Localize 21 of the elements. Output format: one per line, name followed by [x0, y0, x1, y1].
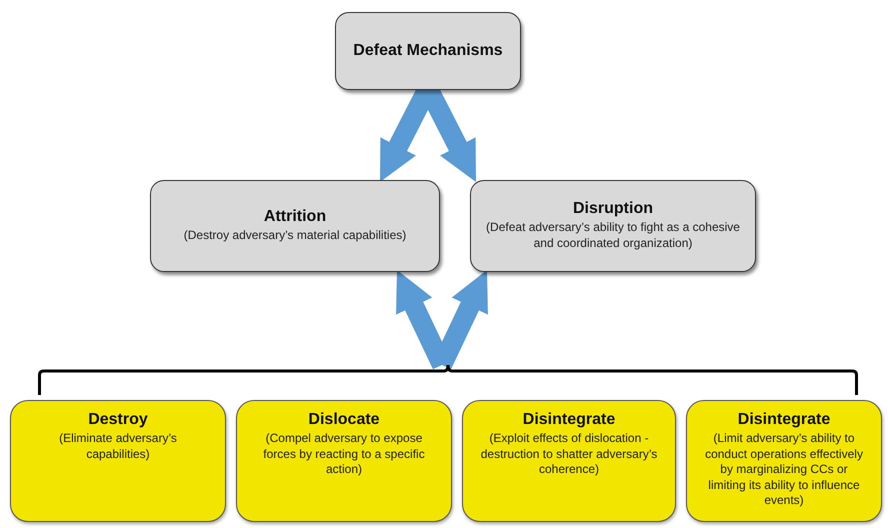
description: (Exploit effects of dislocation -destruction to shatter adversary’s coherence) [480, 431, 658, 478]
category-box [470, 180, 756, 272]
description: (Destroy adversary’s material capabilities) [182, 228, 408, 244]
description: (Compel adversary to expose forces by reacting to a specific action) [262, 431, 426, 478]
mechanism-box [236, 400, 452, 522]
heading: Attrition [264, 208, 326, 226]
heading: Defeat Mechanisms [353, 42, 503, 60]
heading: Dislocate [308, 411, 380, 429]
mechanism-box [10, 400, 226, 522]
heading: Disruption [573, 200, 653, 218]
heading: Destroy [88, 411, 148, 429]
heading: Disintegrate [522, 411, 616, 429]
mechanism-box [462, 400, 676, 522]
bracket [38, 363, 858, 395]
mechanism-box [686, 400, 882, 522]
heading: Disintegrate [738, 411, 830, 429]
category-box [150, 180, 440, 272]
description: (Eliminate adversary’s capabilities) [58, 431, 178, 462]
description: (Limit adversary’s ability to conduct operations effectively by marginalizing CCs or limiting its ability to influence events) [704, 431, 864, 509]
description: (Defeat adversary’s ability to fight as a cohesive and coordinated organization) [485, 220, 741, 252]
root-box [335, 12, 521, 90]
